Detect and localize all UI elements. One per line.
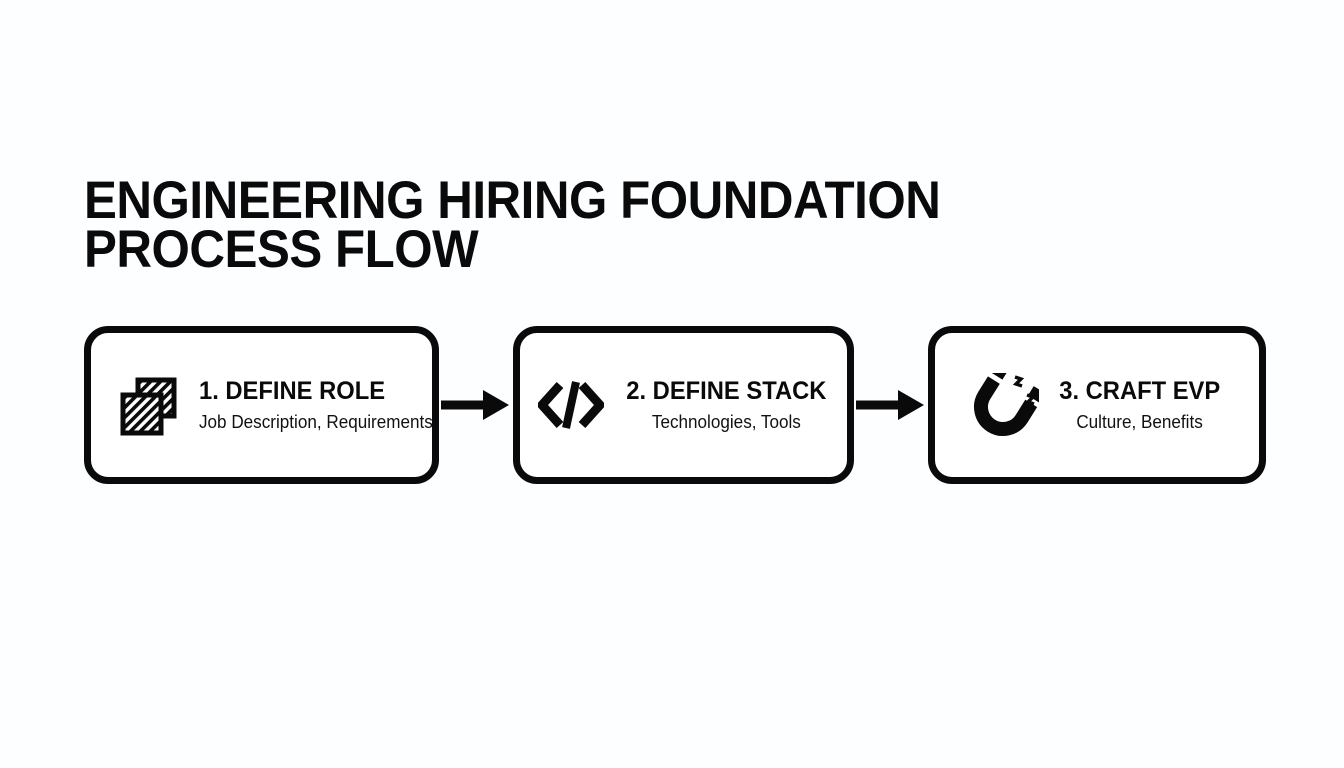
flow-step-title: 3. CRAFT EVP	[1059, 377, 1221, 405]
flow-step-subtitle: Culture, Benefits	[1076, 412, 1204, 432]
stacked-documents-icon	[113, 369, 185, 441]
page-title: ENGINEERING HIRING FOUNDATION PROCESS FL…	[84, 171, 941, 279]
page-title-line-2: PROCESS FLOW	[84, 220, 479, 279]
flow-step-craft-evp[interactable]: 3. CRAFT EVP Culture, Benefits	[928, 326, 1266, 484]
process-flow: 1. DEFINE ROLE Job Description, Requirem…	[84, 326, 1266, 484]
arrow-right-icon	[439, 387, 513, 423]
flow-step-title: 2. DEFINE STACK	[626, 377, 827, 405]
arrow-right-icon	[854, 387, 928, 423]
page-title-line-1: ENGINEERING HIRING FOUNDATION	[84, 171, 941, 230]
flow-step-subtitle: Job Description, Requirements	[199, 412, 433, 432]
flow-step-title: 1. DEFINE ROLE	[199, 377, 386, 405]
code-brackets-icon	[535, 369, 607, 441]
flow-step-text: 2. DEFINE STACK Technologies, Tools	[621, 377, 832, 433]
flow-step-text: 1. DEFINE ROLE Job Description, Requirem…	[199, 377, 445, 433]
flow-step-text: 3. CRAFT EVP Culture, Benefits	[1055, 377, 1224, 433]
flow-step-define-stack[interactable]: 2. DEFINE STACK Technologies, Tools	[513, 326, 854, 484]
magnet-icon	[969, 369, 1041, 441]
flow-step-define-role[interactable]: 1. DEFINE ROLE Job Description, Requirem…	[84, 326, 439, 484]
flow-step-subtitle: Technologies, Tools	[652, 412, 801, 432]
